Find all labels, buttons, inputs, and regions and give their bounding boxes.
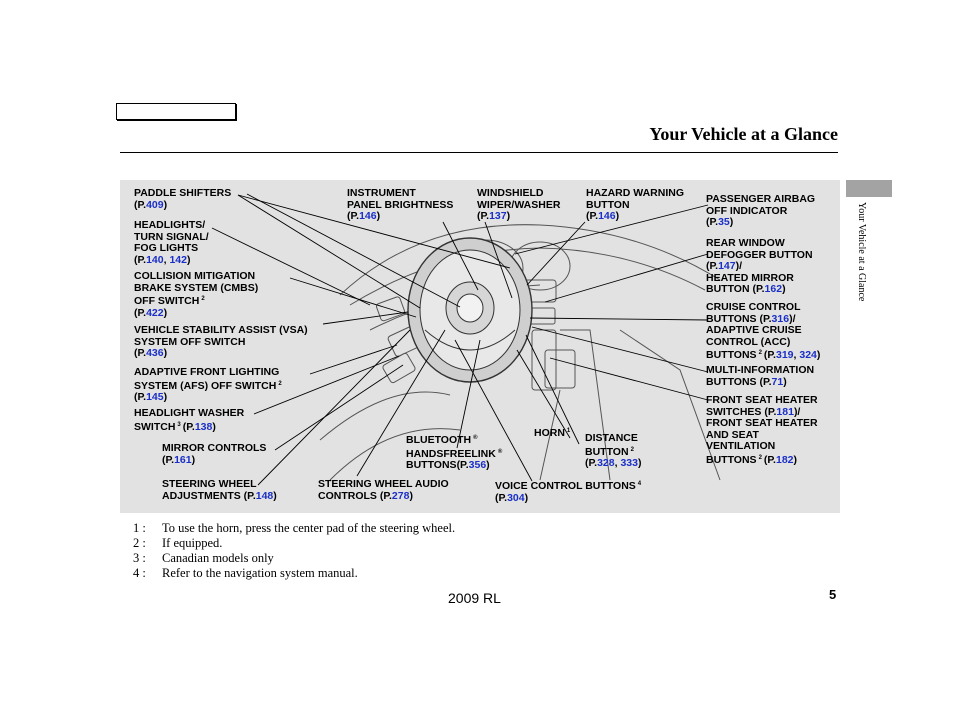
- page-link[interactable]: 436: [146, 347, 164, 359]
- side-tab-text: Your Vehicle at a Glance: [856, 202, 867, 302]
- page-link[interactable]: 142: [169, 253, 187, 266]
- footnote: 4 :Refer to the navigation system manual…: [133, 566, 358, 580]
- label-paddle-shifters: PADDLE SHIFTERS (P.409): [134, 187, 232, 211]
- page-link[interactable]: 71: [771, 375, 784, 388]
- title-rule: [120, 152, 838, 153]
- label-seat-heater: FRONT SEAT HEATER SWITCHES (P.181)/ FRON…: [706, 394, 818, 466]
- page-link[interactable]: 356: [468, 459, 487, 471]
- page-link[interactable]: 333: [620, 457, 638, 469]
- footnote: 1 :To use the horn, press the center pad…: [133, 521, 456, 535]
- footnote: 2 :If equipped.: [133, 536, 223, 550]
- label-afs: ADAPTIVE FRONT LIGHTING SYSTEM (AFS) OFF…: [134, 366, 282, 403]
- page-number: 5: [829, 587, 837, 602]
- label-multi-information: MULTI-INFORMATION BUTTONS (P.71): [706, 364, 815, 388]
- page-link[interactable]: 409: [146, 198, 164, 211]
- page-link[interactable]: 278: [391, 489, 410, 502]
- footnotes: 1 :To use the horn, press the center pad…: [133, 521, 455, 581]
- page-link[interactable]: 162: [764, 283, 783, 295]
- page-link[interactable]: 147: [718, 260, 736, 272]
- page-link[interactable]: 146: [359, 210, 377, 222]
- page-link[interactable]: 145: [146, 391, 164, 403]
- label-rear-defogger: REAR WINDOW DEFOGGER BUTTON (P.147)/ HEA…: [706, 237, 813, 295]
- label-steering-adjustments: STEERING WHEEL ADJUSTMENTS (P.148): [162, 478, 277, 502]
- dashboard-figure: PADDLE SHIFTERS (P.409) HEADLIGHTS/ TURN…: [120, 180, 840, 513]
- dashboard-illustration: [211, 193, 721, 486]
- label-headlights: HEADLIGHTS/ TURN SIGNAL/ FOG LIGHTS (P.1…: [134, 219, 209, 266]
- page-link[interactable]: 35: [718, 216, 730, 228]
- nav-box[interactable]: [116, 103, 236, 120]
- page-link[interactable]: 181: [776, 405, 794, 418]
- label-audio-controls: STEERING WHEEL AUDIO CONTROLS (P.278): [318, 478, 449, 502]
- label-mirror-controls: MIRROR CONTROLS (P.161): [162, 442, 267, 466]
- page-title: Your Vehicle at a Glance: [649, 124, 838, 144]
- label-vsa: VEHICLE STABILITY ASSIST (VSA) SYSTEM OF…: [134, 324, 308, 359]
- label-passenger-airbag: PASSENGER AIRBAG OFF INDICATOR (P.35): [706, 193, 816, 228]
- label-cmbs: COLLISION MITIGATION BRAKE SYSTEM (CMBS)…: [134, 270, 259, 319]
- page-link[interactable]: 161: [174, 453, 192, 466]
- page-link[interactable]: 182: [775, 453, 794, 466]
- label-instrument-brightness: INSTRUMENT PANEL BRIGHTNESS (P.146): [347, 187, 454, 222]
- label-bluetooth: BLUETOOTH® HANDSFREELINK® BUTTONS(P.356): [406, 434, 503, 471]
- page-link[interactable]: 138: [194, 420, 213, 433]
- page-link[interactable]: 304: [507, 491, 525, 504]
- label-hazard-button: HAZARD WARNING BUTTON (P.146): [586, 187, 684, 222]
- page-link[interactable]: 422: [146, 306, 164, 319]
- page-link[interactable]: 324: [799, 349, 817, 361]
- footer-model: 2009 RL: [448, 590, 501, 606]
- page-link[interactable]: 316: [771, 312, 790, 325]
- page-link[interactable]: 319: [775, 349, 794, 361]
- side-tab[interactable]: [846, 180, 892, 197]
- label-windshield-wiper: WINDSHIELD WIPER/WASHER (P.137): [477, 187, 561, 222]
- page-link[interactable]: 146: [598, 210, 616, 222]
- page-link[interactable]: 328: [597, 457, 615, 469]
- page-link[interactable]: 148: [255, 489, 274, 502]
- page-link[interactable]: 140: [146, 253, 164, 266]
- label-cruise-control: CRUISE CONTROL BUTTONS (P.316)/ ADAPTIVE…: [706, 301, 821, 361]
- footnote: 3 :Canadian models only: [133, 551, 274, 565]
- page-link[interactable]: 137: [489, 210, 507, 222]
